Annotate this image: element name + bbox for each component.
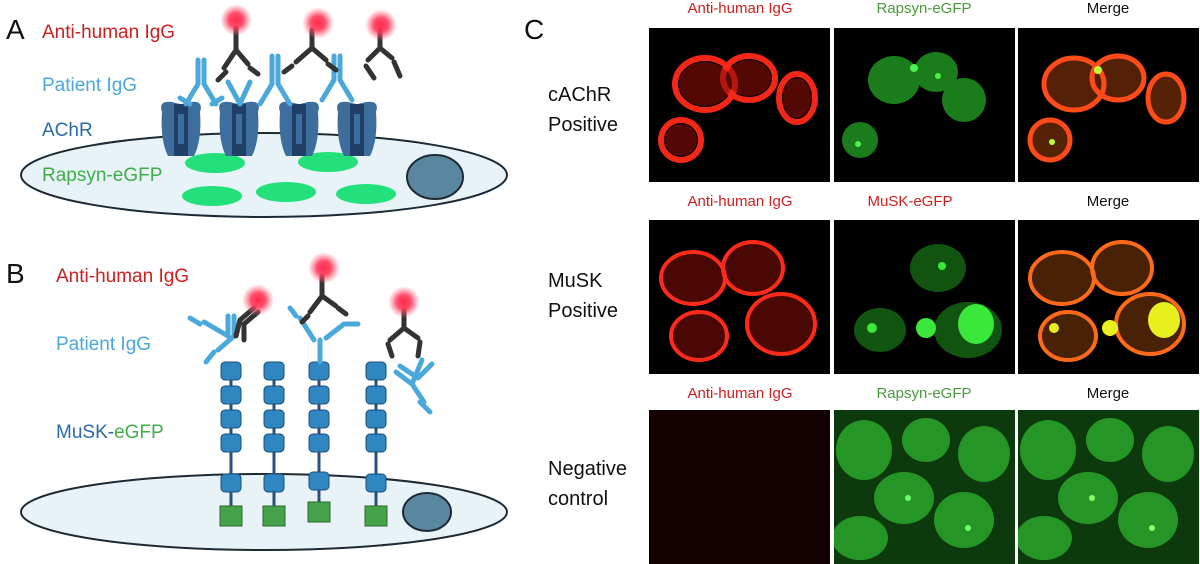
anti-human-igg (215, 25, 261, 83)
label-patient-igg-a: Patient IgG (42, 75, 138, 96)
col-title-rapsyn-3: Rapsyn-eGFP (876, 385, 972, 402)
musk-chain-2 (262, 361, 286, 527)
patient-igg (225, 79, 253, 107)
patient-igg-group-b (187, 305, 435, 415)
row-label-line: cAChR (548, 84, 612, 106)
anti-human-igg-group-b (233, 273, 423, 359)
micrograph-negative-merge (1018, 410, 1199, 564)
panel-b-diagram (20, 252, 508, 551)
fluorophore-glow (308, 252, 340, 284)
label-anti-human-igg-a: Anti-human IgG (42, 22, 176, 43)
rapsyn-blob (336, 184, 396, 204)
micrograph-negative-green (834, 410, 1015, 564)
col-title-merge-3: Merge (1086, 385, 1130, 402)
col-title-merge-2: Merge (1086, 193, 1130, 210)
nucleus-a (406, 154, 464, 200)
row-label-line: MuSK (548, 270, 603, 292)
patient-igg (177, 57, 225, 107)
row-label-cachr: cAChR Positive (548, 80, 618, 140)
col-title-merge-1: Merge (1086, 0, 1130, 17)
musk-chain-4 (364, 361, 388, 527)
micrograph-cachr-red (649, 28, 830, 182)
label-achr: AChR (42, 120, 93, 141)
row-label-negative: Negative control (548, 454, 627, 514)
col-title-anti-human-2: Anti-human IgG (687, 193, 793, 210)
achr-receptor (219, 101, 259, 156)
panel-letter-b: B (6, 258, 25, 289)
label-egfp-part: eGFP (114, 422, 164, 443)
row-label-line: Positive (548, 114, 619, 136)
anti-human-igg (281, 27, 339, 75)
fluorophore-glow (302, 7, 334, 39)
rapsyn-blob (298, 152, 358, 172)
panel-letter-c: C (524, 14, 545, 45)
achr-receptor (161, 101, 201, 156)
panel-letter-a: A (6, 14, 25, 45)
anti-human-igg (299, 273, 349, 325)
patient-igg (187, 313, 237, 365)
fluorophore-glow (365, 9, 397, 41)
rapsyn-blob (256, 182, 316, 202)
label-musk-egfp: MuSK-eGFP (56, 422, 164, 444)
row-label-line: Positive (548, 300, 619, 322)
micrograph-cachr-merge (1018, 28, 1199, 182)
row-label-line: control (548, 488, 609, 510)
panel-a-diagram (20, 4, 508, 218)
micrograph-negative-red (649, 410, 830, 564)
fluorophore-glow (242, 284, 274, 316)
anti-human-igg (233, 305, 261, 343)
label-musk-part: MuSK- (56, 422, 115, 443)
micrograph-musk-green (834, 220, 1015, 374)
col-title-rapsyn-1: Rapsyn-eGFP (876, 0, 972, 17)
nucleus-b (402, 492, 452, 532)
row-label-line: Negative (548, 458, 627, 480)
fluorophore-glow (220, 4, 252, 36)
micrograph-cachr-green (834, 28, 1015, 182)
achr-receptor (337, 101, 377, 156)
row-label-musk: MuSK Positive (548, 266, 618, 326)
micrograph-musk-red (649, 220, 830, 374)
label-anti-human-igg-b: Anti-human IgG (56, 266, 190, 287)
label-patient-igg-b: Patient IgG (56, 334, 152, 355)
rapsyn-blob (182, 186, 242, 206)
patient-igg (287, 305, 361, 365)
fluorophore-glow (388, 286, 420, 318)
achr-receptor (279, 101, 319, 156)
patient-igg (257, 53, 293, 107)
col-title-musk-2: MuSK-eGFP (867, 193, 953, 210)
rapsyn-blob (185, 153, 245, 173)
musk-chain-1 (219, 361, 243, 527)
micrograph-musk-merge (1018, 220, 1199, 374)
col-title-anti-human-3: Anti-human IgG (687, 385, 793, 402)
patient-igg (393, 357, 435, 415)
musk-chain-3 (307, 361, 331, 523)
anti-human-igg (385, 307, 423, 359)
label-rapsyn-egfp-a: Rapsyn-eGFP (42, 165, 163, 186)
col-title-anti-human-1: Anti-human IgG (687, 0, 793, 17)
